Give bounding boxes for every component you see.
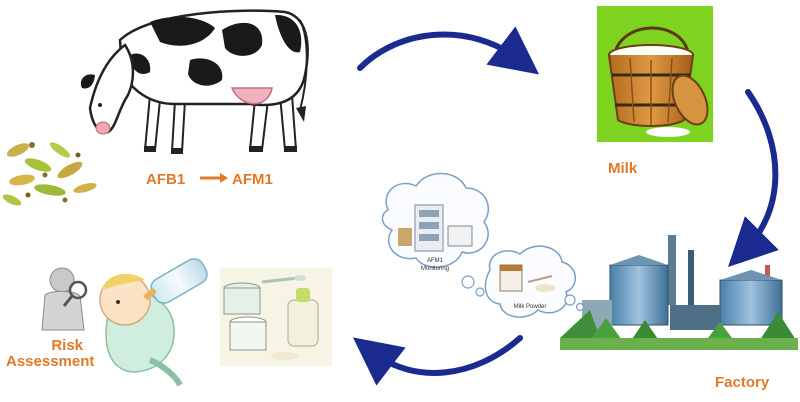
arrow-milk-to-factory [728,89,779,267]
monitoring-label-line2: Monitoring [421,266,449,272]
baby-with-bottle-illustration [99,258,208,387]
factory-label: Factory [715,374,770,391]
risk-assessment-label: Risk Assessment [6,337,94,370]
risk-label-line2: Assessment [6,353,95,370]
monitoring-thought-bubbles: AFM1 Monitoring Milk Powder [381,172,585,318]
afm1-label: AFM1 [232,171,273,188]
formula-containers-illustration [220,268,332,366]
afb1-label: AFB1 [146,171,186,188]
risk-label-line1: Risk [51,337,84,354]
milk-label: Milk [608,160,638,177]
milk-powder-label: Milk Powder [514,304,547,310]
monitoring-label-line1: AFM1 [427,258,444,264]
feed-grains-illustration [2,142,97,206]
milk-bucket-illustration [597,6,713,142]
risk-assessor-figure [41,267,88,331]
cow-illustration [80,9,309,154]
arrow-cow-to-milk [357,26,540,75]
arrow-factory-to-risk [352,335,523,386]
factory-illustration [560,235,798,350]
